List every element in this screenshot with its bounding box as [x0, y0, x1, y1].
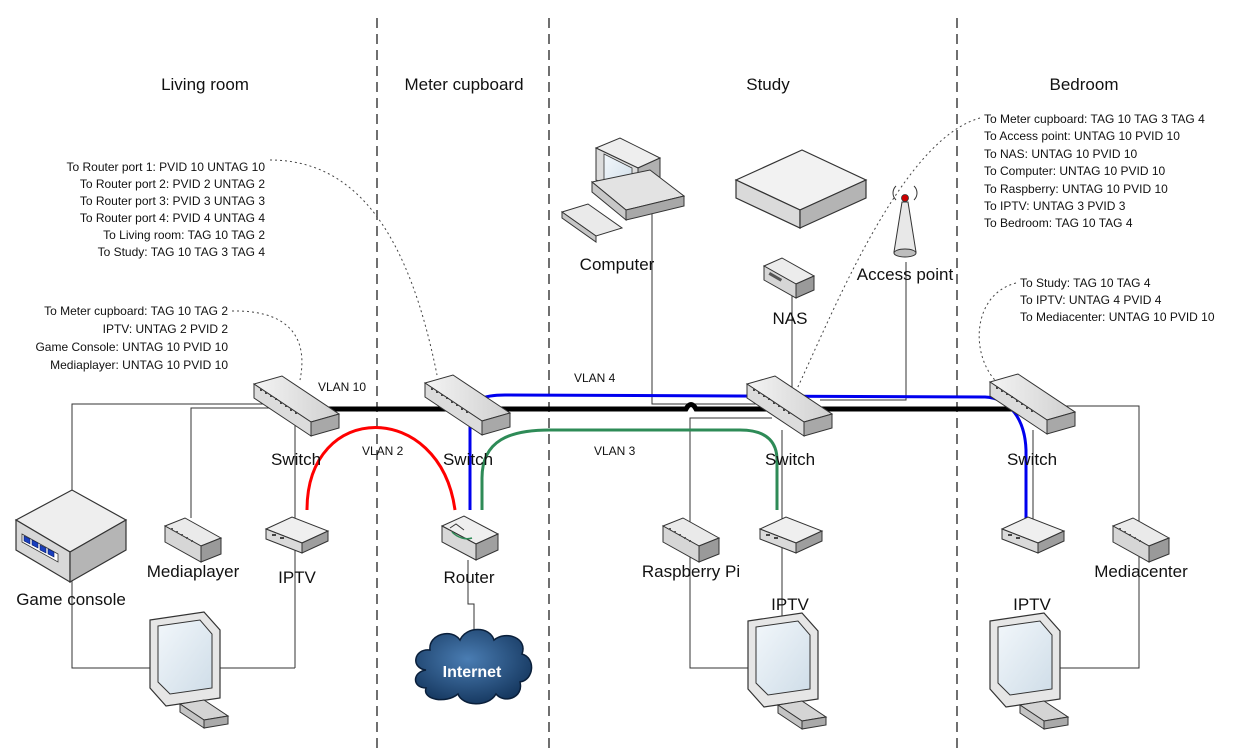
room-title-bedroom: Bedroom: [1050, 75, 1119, 94]
nas-label: NAS: [773, 309, 808, 328]
server-box-icon: [734, 149, 868, 229]
computer-icon: [560, 137, 686, 243]
device-wiring: [71, 212, 1140, 669]
study-switch-label: Switch: [765, 450, 815, 469]
wire-access-point: [820, 262, 907, 401]
note-line: To Router port 2: PVID 2 UNTAG 2: [80, 177, 266, 191]
room-dividers: [376, 18, 958, 749]
note-line: To NAS: UNTAG 10 PVID 10: [984, 147, 1137, 161]
vlan10-label: VLAN 10: [318, 380, 366, 394]
raspberry-pi-label: Raspberry Pi: [642, 562, 740, 581]
room-title-study: Study: [746, 75, 790, 94]
bedroom-iptv-icon: [1001, 516, 1065, 554]
access-point-icon: [892, 185, 918, 258]
vlan3-label: VLAN 3: [594, 444, 636, 458]
nas-icon: [762, 257, 816, 299]
router-icon: [440, 515, 500, 561]
note-line: To IPTV: UNTAG 4 PVID 4: [1020, 293, 1162, 307]
room-title-meter-cupboard: Meter cupboard: [404, 75, 523, 94]
mediacenter-icon: [1112, 517, 1170, 563]
note-line: To Access point: UNTAG 10 PVID 10: [984, 129, 1180, 143]
meter-cupboard-switch: [424, 374, 511, 436]
meter-cupboard-switch-label: Switch: [443, 450, 493, 469]
room-title-living-room: Living room: [161, 75, 249, 94]
study-tv-icon: [747, 612, 827, 730]
note-line: To Bedroom: TAG 10 TAG 4: [984, 216, 1133, 230]
callout-meter-cupboard-switch: [269, 159, 438, 376]
note-line: To Study: TAG 10 TAG 3 TAG 4: [98, 245, 266, 259]
living-room-iptv-icon: [265, 516, 329, 554]
note-line: To Computer: UNTAG 10 PVID 10: [984, 164, 1166, 178]
note-line: To Router port 4: PVID 4 UNTAG 4: [80, 211, 266, 225]
vlan4-label: VLAN 4: [574, 371, 616, 385]
vlan4-link: [468, 393, 1028, 520]
study-switch-notes: To Meter cupboard: TAG 10 TAG 3 TAG 4 To…: [984, 112, 1205, 230]
note-line: Game Console: UNTAG 10 PVID 10: [35, 340, 228, 354]
note-line: To Router port 1: PVID 10 UNTAG 10: [66, 160, 265, 174]
note-line: To Meter cupboard: TAG 10 TAG 3 TAG 4: [984, 112, 1205, 126]
study-iptv-icon: [759, 516, 823, 554]
note-line: To Living room: TAG 10 TAG 2: [103, 228, 265, 242]
living-room-switch-notes: To Meter cupboard: TAG 10 TAG 2 IPTV: UN…: [35, 304, 228, 372]
mediacenter-label: Mediacenter: [1094, 562, 1188, 581]
note-line: To Router port 3: PVID 3 UNTAG 3: [80, 194, 266, 208]
vlan3-link: [480, 428, 779, 510]
bedroom-switch-label: Switch: [1007, 450, 1057, 469]
living-room-switch-label: Switch: [271, 450, 321, 469]
note-line: To Raspberry: UNTAG 10 PVID 10: [984, 182, 1168, 196]
living-room-iptv-label: IPTV: [278, 568, 316, 587]
game-console-icon: [14, 489, 128, 584]
wire-computer: [651, 212, 762, 405]
wire-internet: [467, 560, 475, 642]
bedroom-switch-notes: To Study: TAG 10 TAG 4 To IPTV: UNTAG 4 …: [1020, 276, 1215, 324]
note-line: Mediaplayer: UNTAG 10 PVID 10: [50, 358, 228, 372]
callout-bedroom-switch: [978, 282, 1017, 386]
vlan2-link: [305, 426, 457, 511]
callout-living-room-switch: [231, 310, 303, 381]
bedroom-switch: [989, 373, 1076, 435]
note-line: To Mediacenter: UNTAG 10 PVID 10: [1020, 310, 1215, 324]
note-line: To Study: TAG 10 TAG 4: [1020, 276, 1151, 290]
mediaplayer-label: Mediaplayer: [147, 562, 240, 581]
router-label: Router: [443, 568, 494, 587]
living-room-tv-icon: [149, 611, 229, 729]
note-line: To Meter cupboard: TAG 10 TAG 2: [44, 304, 228, 318]
note-line: To IPTV: UNTAG 3 PVID 3: [984, 199, 1126, 213]
bedroom-iptv-label: IPTV: [1013, 595, 1051, 614]
game-console-label: Game console: [16, 590, 126, 609]
vlan2-label: VLAN 2: [362, 444, 404, 458]
meter-cupboard-switch-notes: To Router port 1: PVID 10 UNTAG 10 To Ro…: [66, 160, 265, 259]
note-line: IPTV: UNTAG 2 PVID 2: [103, 322, 229, 336]
computer-label: Computer: [580, 255, 655, 274]
internet-cloud-icon: [414, 628, 533, 705]
study-switch: [746, 375, 833, 437]
callout-study-switch: [794, 117, 981, 394]
study-iptv-label: IPTV: [771, 595, 809, 614]
bedroom-tv-icon: [989, 612, 1069, 730]
vlan10-trunk: [292, 402, 1034, 412]
mediaplayer-icon: [164, 517, 222, 563]
callout-lines: [231, 117, 1017, 394]
internet-label: Internet: [443, 664, 502, 681]
wire-mediaplayer: [190, 407, 282, 518]
access-point-label: Access point: [857, 265, 954, 284]
raspberry-pi-icon: [662, 517, 720, 563]
